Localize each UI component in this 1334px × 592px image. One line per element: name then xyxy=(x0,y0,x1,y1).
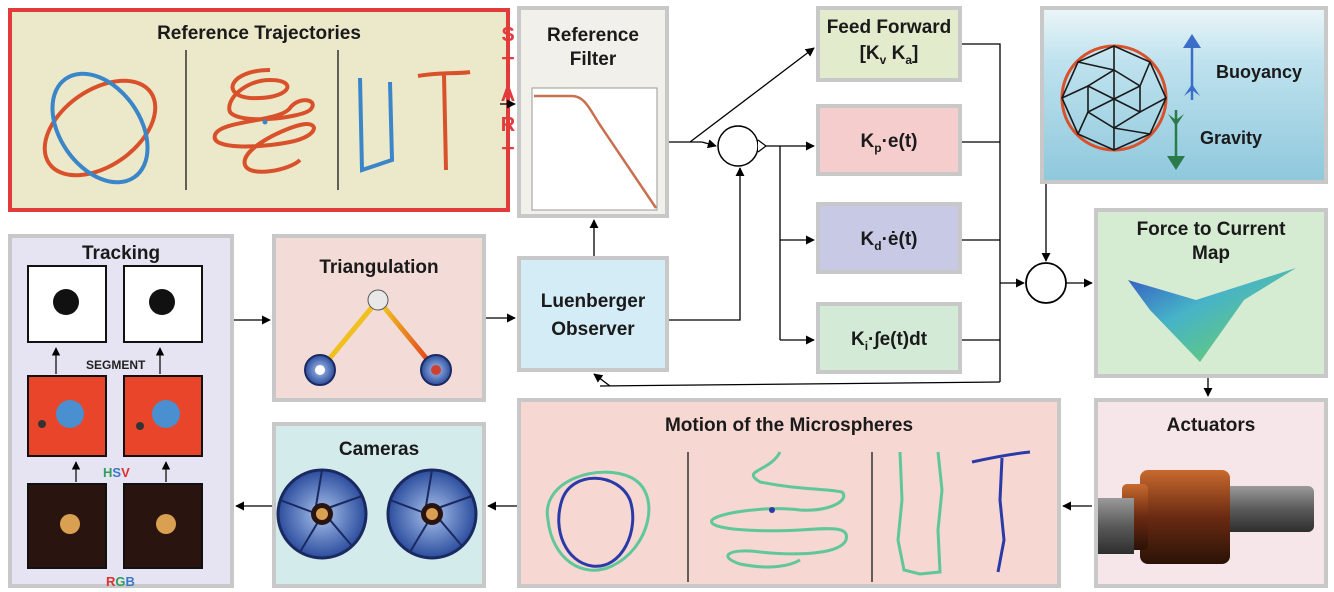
reference-trajectories-title: Reference Trajectories xyxy=(157,23,361,44)
luenberger-title-2: Observer xyxy=(551,319,635,340)
cameras-title: Cameras xyxy=(338,439,420,460)
ki-sub: i xyxy=(864,338,869,353)
ff-k2: K xyxy=(886,43,906,64)
start-letter-r: R xyxy=(500,114,516,136)
ref-traj-t xyxy=(417,70,471,171)
kp-label: Kp·e(t) xyxy=(820,130,958,160)
force-to-current-title-2: Map xyxy=(1192,243,1230,264)
sum-junction-total xyxy=(1025,262,1067,304)
ki-k: K xyxy=(850,329,865,350)
triangulation-title: Triangulation xyxy=(319,257,439,278)
sum-junction-error xyxy=(717,125,759,167)
motion-u xyxy=(896,451,944,576)
ki-expr: ·∫e(t)dt xyxy=(868,329,928,350)
hsv-h: H xyxy=(103,465,113,480)
kp-sub: p xyxy=(874,140,882,155)
rgb-g: G xyxy=(115,574,126,589)
ff-sub-a: a xyxy=(905,52,913,67)
kp-expr: ·e(t) xyxy=(881,131,918,152)
motion-title: Motion of the Microspheres xyxy=(664,415,914,436)
filter-plot xyxy=(531,87,658,211)
hsv-images xyxy=(27,375,203,457)
feed-forward-gains: [Kv Ka] xyxy=(820,42,958,72)
signal-connections xyxy=(234,43,1213,511)
kd-expr: ·ė(t) xyxy=(881,229,918,250)
actuator-image xyxy=(1098,470,1314,564)
ref-traj-helix xyxy=(212,68,316,174)
kd-block: Kd·ė(t) xyxy=(816,202,962,274)
feed-forward-title: Feed Forward xyxy=(826,17,952,38)
motion-block: Motion of the Microspheres xyxy=(517,398,1061,588)
hsv-label: HSV xyxy=(103,465,130,480)
triangulation-graphic xyxy=(304,289,452,386)
buoyancy-arrow-icon xyxy=(1183,34,1201,100)
kd-sub: d xyxy=(874,238,882,253)
kp-block: Kp·e(t) xyxy=(816,104,962,176)
sum-input-triangle xyxy=(757,139,767,153)
luenberger-title-1: Luenberger xyxy=(540,291,646,312)
rgb-label: RGB xyxy=(106,574,135,589)
force-current-surface xyxy=(1128,268,1296,362)
reference-filter-title-1: Reference xyxy=(547,25,639,46)
gravity-label: Gravity xyxy=(1200,128,1263,148)
start-letter-s: S xyxy=(501,24,515,46)
motion-t xyxy=(971,450,1031,573)
rgb-images xyxy=(27,483,203,569)
rgb-b: B xyxy=(125,574,135,589)
ki-label: Ki·∫e(t)dt xyxy=(820,328,958,358)
actuators-title: Actuators xyxy=(1166,415,1256,436)
gravity-arrow-icon xyxy=(1167,110,1185,170)
luenberger-block: Luenberger Observer xyxy=(517,256,669,372)
start-letter-t2: T xyxy=(501,144,515,166)
camera-icons xyxy=(276,468,478,560)
ff-sub-v: v xyxy=(879,52,887,67)
kp-k: K xyxy=(860,131,875,152)
ref-traj-ellipses xyxy=(42,71,158,185)
kd-label: Kd·ė(t) xyxy=(820,228,958,258)
rgb-r: R xyxy=(106,574,116,589)
force-to-current-block: Force to Current Map xyxy=(1094,208,1328,378)
ki-block: Ki·∫e(t)dt xyxy=(816,302,962,374)
start-letter-t: T xyxy=(501,54,515,76)
force-to-current-title-1: Force to Current xyxy=(1136,219,1286,240)
hsv-s: S xyxy=(112,465,122,480)
tracking-title: Tracking xyxy=(82,243,161,264)
buoyancy-label: Buoyancy xyxy=(1216,62,1303,82)
reference-filter-title-2: Filter xyxy=(569,49,617,70)
feed-forward-block: Feed Forward [Kv Ka] xyxy=(816,6,962,82)
ref-traj-u xyxy=(358,77,395,173)
tracking-up-arrows xyxy=(51,347,171,482)
motion-helix xyxy=(710,451,848,569)
segment-label: SEGMENT xyxy=(86,358,146,372)
geodesic-sphere-icon xyxy=(1060,44,1168,152)
motion-helix-dot xyxy=(769,507,775,513)
ff-bracket-k: [K xyxy=(859,43,880,64)
kd-k: K xyxy=(860,229,875,250)
ff-close: ] xyxy=(912,43,919,64)
reference-trajectories-block: Reference Trajectories xyxy=(8,8,510,212)
motion-ellipses xyxy=(545,470,651,572)
hsv-v: V xyxy=(121,465,130,480)
ref-traj-helix-dot xyxy=(262,119,268,125)
segment-images xyxy=(27,265,203,343)
start-letters: S T A R T xyxy=(497,20,519,170)
